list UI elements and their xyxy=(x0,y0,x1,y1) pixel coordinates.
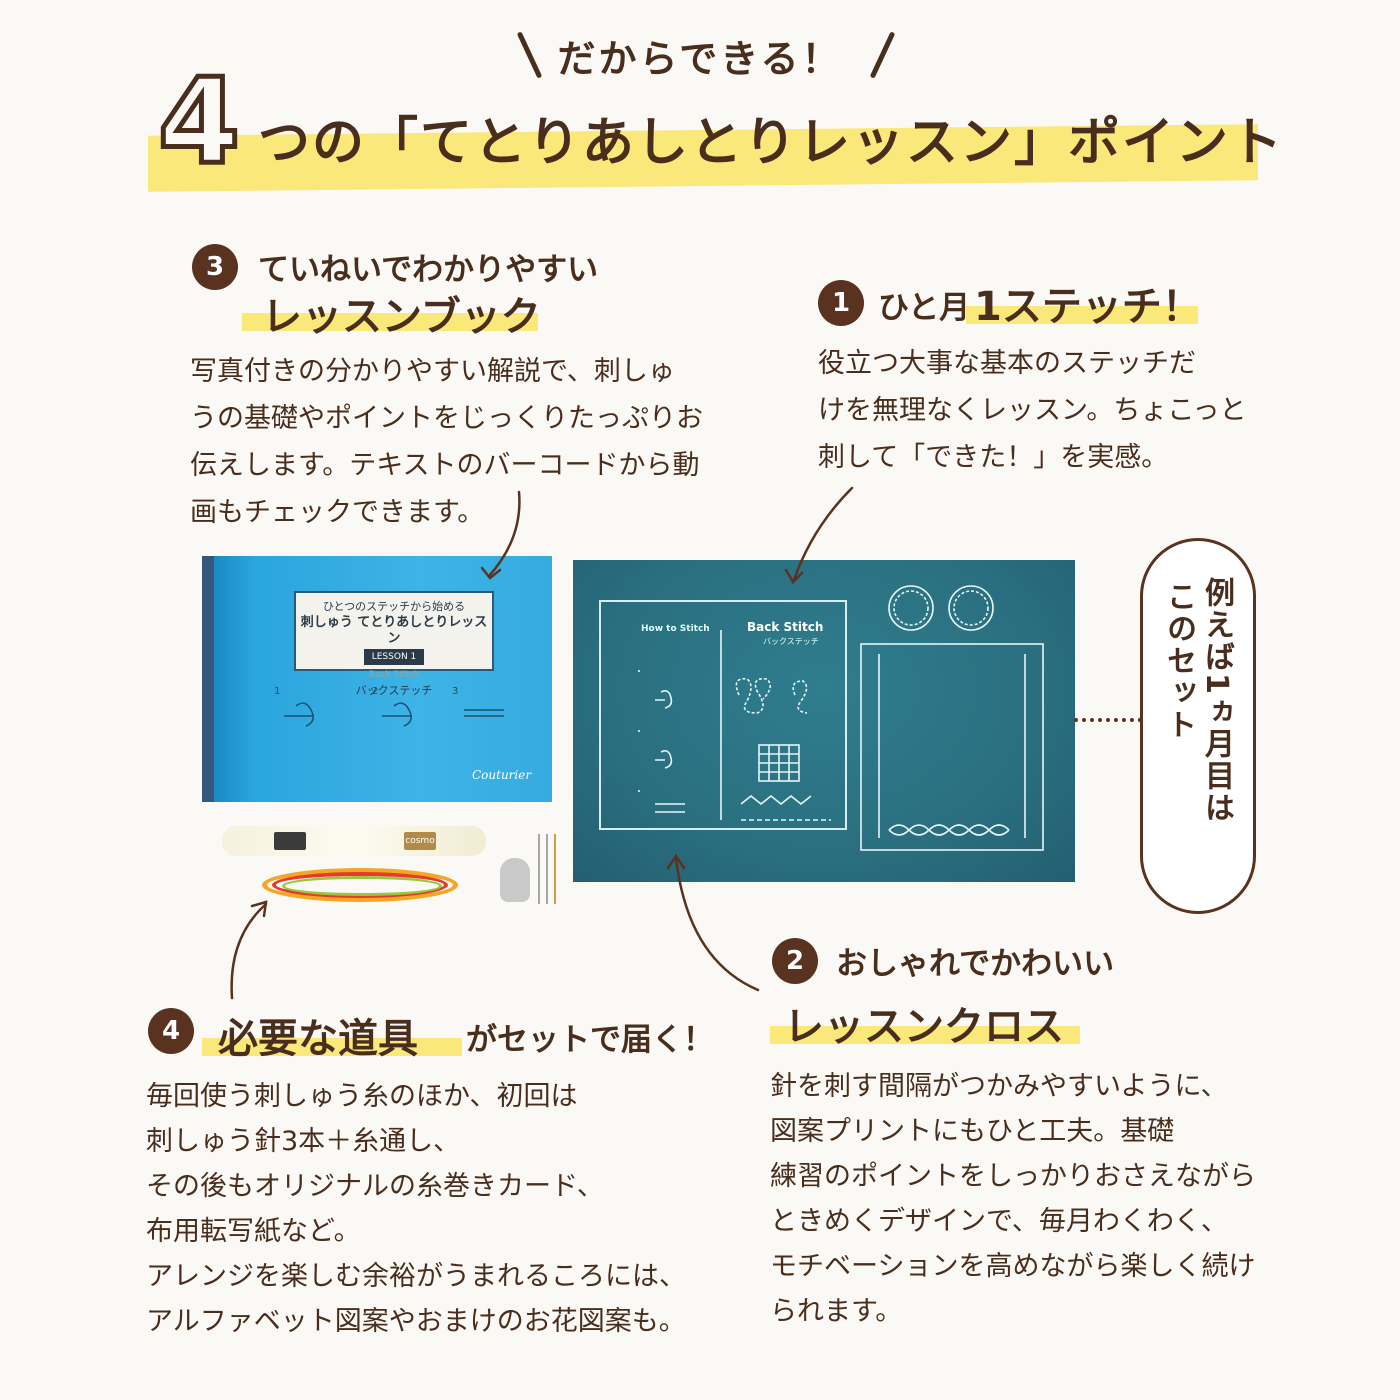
svg-text:2: 2 xyxy=(372,686,378,697)
cloth-instructions-frame xyxy=(599,600,847,830)
point2-subtitle: おしゃれでかわいい xyxy=(836,946,1115,982)
cloth-stitch-en: Back Stitch xyxy=(747,620,824,634)
point4-line: 刺しゅう針3本＋糸通し、 xyxy=(146,1126,461,1157)
point3-body: 写真付きの分かりやすい解説で、刺しゅ うの基礎やポイントをじっくりたっぷりお 伝… xyxy=(190,348,703,536)
point2-line: られます。 xyxy=(770,1296,903,1327)
point3-line: うの基礎やポイントをじっくりたっぷりお xyxy=(190,403,703,434)
callout-col2: このセット xyxy=(1161,581,1196,741)
colored-thread-bundle xyxy=(282,876,442,896)
point3-line: 画もチェックできます。 xyxy=(190,497,485,528)
arrow-head-cloth xyxy=(784,568,804,585)
book-line2: 刺しゅう てとりあしとりレッスン xyxy=(300,615,488,646)
point1-title: 1ステッチ！ xyxy=(974,284,1202,330)
point4-line: その後もオリジナルの糸巻きカード、 xyxy=(146,1171,604,1202)
thread-band-left xyxy=(274,832,306,850)
arrow-to-book xyxy=(487,490,521,578)
cloth-stitch-jp: バックステッチ xyxy=(763,637,819,646)
header-title: つの「てとりあしとりレッスン」ポイント xyxy=(258,113,1285,173)
needle xyxy=(538,834,540,904)
book-stitch-en: Back Stitch xyxy=(368,670,420,680)
book-brand: Couturier xyxy=(472,768,532,782)
point4-line: 布用転写紙など。 xyxy=(146,1216,361,1247)
point4-line: アレンジを楽しむ余裕がうまれるころには、 xyxy=(146,1261,686,1292)
svg-text:1: 1 xyxy=(274,686,280,697)
point3-highlight xyxy=(242,313,538,331)
point2-line: モチベーションを高めながら楽しく続け xyxy=(770,1251,1256,1282)
thread-brand: cosmo xyxy=(405,836,435,846)
header-number: 4 xyxy=(155,52,242,190)
point4-body: 毎回使う刺しゅう糸のほか、初回は 刺しゅう針3本＋糸通し、 その後もオリジナルの… xyxy=(146,1074,686,1344)
point2-title: レッスンクロス xyxy=(784,1004,1064,1050)
needle xyxy=(546,834,548,904)
badge-4: 4 xyxy=(148,1008,194,1054)
needle-threader xyxy=(500,858,530,902)
thread-band-right: cosmo xyxy=(404,832,436,850)
arrow-to-cloth-bottom xyxy=(674,856,760,992)
book-stitch-jp: バックステッチ xyxy=(355,684,433,697)
point2-line: 図案プリントにもひと工夫。基礎 xyxy=(770,1116,1175,1147)
badge-2: 2 xyxy=(772,938,818,984)
needle xyxy=(554,834,556,904)
callout-col1: 例えば1ヵ月目は xyxy=(1199,577,1234,824)
svg-text:3: 3 xyxy=(452,686,458,697)
point1-line: 刺して「できた！」を実感。 xyxy=(818,442,1169,473)
point1-subtitle: ひと月 xyxy=(878,290,971,326)
point4-line: アルファベット図案やおまけのお花図案も。 xyxy=(146,1306,686,1337)
colored-thread-bundle xyxy=(262,868,458,902)
arrow-head-cloth-bottom xyxy=(666,853,686,870)
point1-highlight xyxy=(966,306,1198,324)
point4-line: 毎回使う刺しゅう糸のほか、初回は xyxy=(146,1081,578,1112)
arrow-head-book xyxy=(480,566,502,580)
arrow-to-tools xyxy=(230,902,268,1000)
arrow-head-tools xyxy=(250,900,268,918)
point2-line: 針を刺す間隔がつかみやすいように、 xyxy=(770,1071,1228,1102)
callout-dotted-connector xyxy=(1074,718,1142,722)
point2-body: 針を刺す間隔がつかみやすいように、 図案プリントにもひと工夫。基礎 練習のポイン… xyxy=(770,1064,1256,1334)
book-line1: ひとつのステッチから始める xyxy=(322,600,466,613)
badge-3: 3 xyxy=(192,244,238,290)
embroidery-thread-skein: cosmo xyxy=(222,826,486,856)
point4-title: 必要な道具 xyxy=(218,1016,418,1062)
example-set-callout: 例えば1ヵ月目は このセット xyxy=(1140,538,1256,914)
book-cover-label: ひとつのステッチから始める 刺しゅう てとりあしとりレッスン LESSON 1 … xyxy=(294,591,494,697)
point3-line: 写真付きの分かりやすい解説で、刺しゅ xyxy=(190,356,675,387)
cloth-how-to: How to Stitch xyxy=(641,624,710,634)
point2-highlight xyxy=(770,1026,1080,1044)
point2-line: 練習のポイントをしっかりおさえながら xyxy=(770,1161,1256,1192)
book-stitch-steps: 1 2 3 xyxy=(274,686,504,727)
lesson-book-photo: ひとつのステッチから始める 刺しゅう てとりあしとりレッスン LESSON 1 … xyxy=(202,556,552,802)
point1-line: けを無理なくレッスン。ちょこっと xyxy=(818,395,1247,426)
arrow-to-cloth xyxy=(792,486,854,582)
point1-line: 役立つ大事な基本のステッチだ xyxy=(818,348,1196,379)
cloth-stitch-diagrams xyxy=(638,630,831,821)
point2-line: ときめくデザインで、毎月わくわく、 xyxy=(770,1206,1228,1237)
badge-1: 1 xyxy=(818,280,864,326)
lesson-cloth-photo: How to Stitch Back Stitch バックステッチ xyxy=(573,560,1075,882)
point4-suffix: がセットで届く！ xyxy=(466,1022,714,1058)
point3-line: 伝えします。テキストのバーコードから動 xyxy=(190,450,700,481)
point3-subtitle: ていねいでわかりやすい xyxy=(258,252,599,288)
cloth-frame-pattern xyxy=(860,585,1044,851)
colored-thread-bundle xyxy=(272,872,448,898)
point3-title: レッスンブック xyxy=(262,294,541,340)
header-kicker: だからできる！ xyxy=(557,37,843,81)
book-lesson: LESSON 1 xyxy=(363,649,425,665)
point1-body: 役立つ大事な基本のステッチだ けを無理なくレッスン。ちょこっと 刺して「できた！… xyxy=(818,340,1247,481)
point4-highlight xyxy=(202,1038,462,1056)
